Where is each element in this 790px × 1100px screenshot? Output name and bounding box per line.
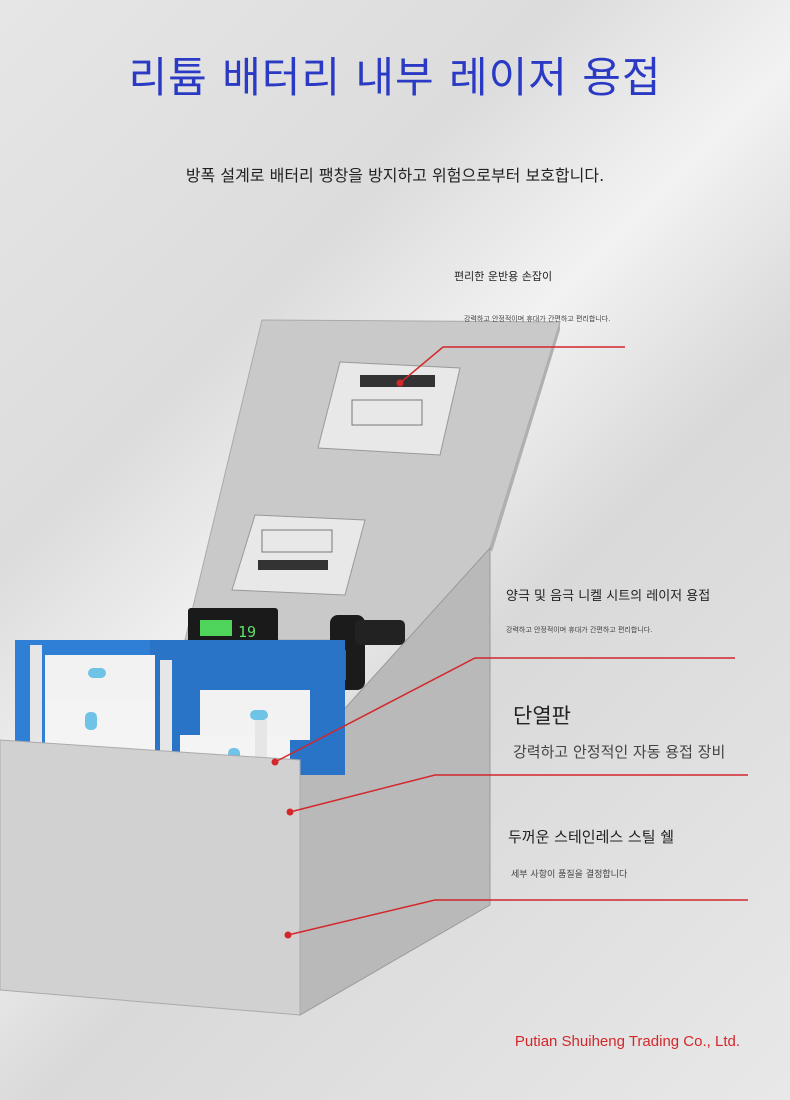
feature-title: 편리한 운반용 손잡이: [454, 270, 553, 283]
battery-shell-front: [0, 739, 301, 1016]
display-reading: 19: [238, 623, 256, 641]
annotation-line: [399, 346, 625, 384]
battery-display: 19: [188, 608, 278, 648]
annotation-dot: [284, 931, 292, 939]
page-subtitle: 방폭 설계로 배터리 팽창을 방지하고 위험으로부터 보호합니다.: [185, 166, 605, 185]
feature-title: 단열판: [513, 704, 571, 728]
feature-description: 강력하고 안정적인 자동 용접 장비: [513, 743, 726, 761]
annotation-dot: [396, 379, 404, 387]
feature-description: 강력하고 안정적이며 휴대가 간편하고 편리합니다.: [464, 315, 611, 323]
feature-title: 양극 및 음극 니켈 시트의 레이저 용접: [506, 589, 711, 604]
annotation-dot: [271, 758, 279, 766]
annotation-line: [274, 657, 735, 763]
handle-icon: [317, 361, 461, 456]
annotation-dot: [286, 808, 294, 816]
annotation-line: [287, 899, 748, 936]
handle-icon: [231, 514, 366, 596]
feature-description: 강력하고 안정적이며 휴대가 간편하고 편리합니다.: [506, 626, 653, 634]
company-name: Putian Shuiheng Trading Co., Ltd.: [514, 1033, 740, 1050]
page-title: 리튬 배터리 내부 레이저 용접: [128, 53, 662, 102]
annotation-line: [289, 774, 748, 813]
feature-title: 두꺼운 스테인레스 스틸 쉘: [508, 828, 675, 846]
feature-description: 세부 사항이 품질을 결정합니다: [511, 870, 628, 880]
